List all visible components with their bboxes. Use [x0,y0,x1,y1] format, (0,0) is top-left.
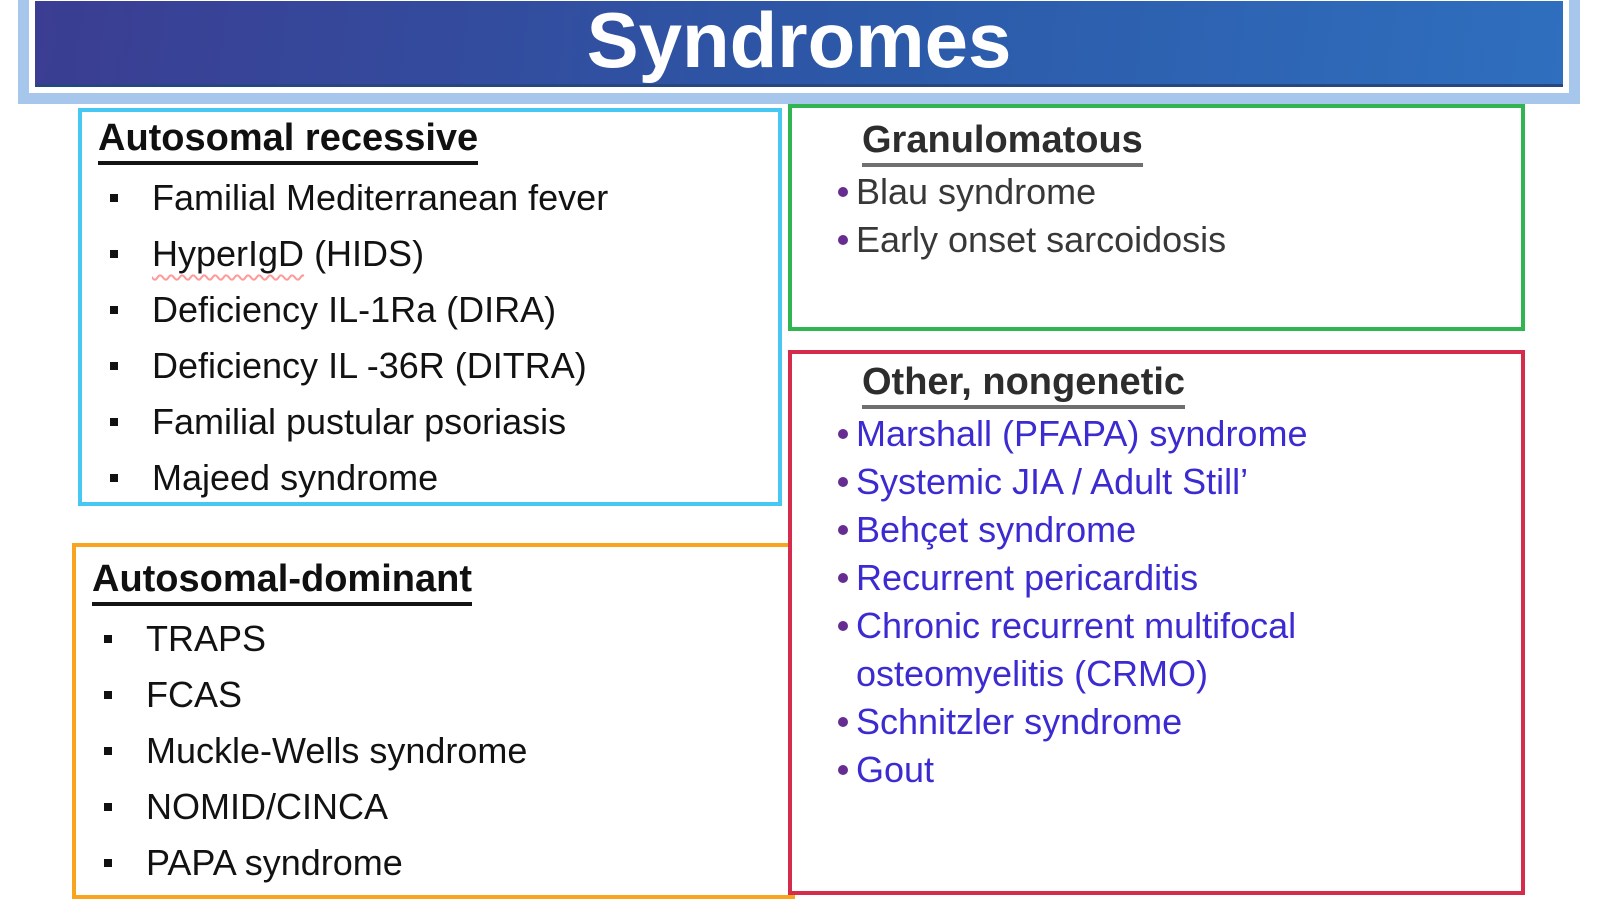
list-item-text: Schnitzler syndrome [856,701,1183,742]
title-bar-frame: Syndromes [18,0,1580,104]
granulomatous-list: Blau syndrome Early onset sarcoidosis [792,168,1501,264]
list-item: Familial Mediterranean fever [82,170,758,226]
other-nongenetic-list: Marshall (PFAPA) syndrome Systemic JIA /… [792,410,1501,794]
box-heading: Autosomal recessive [98,114,758,165]
list-item: Marshall (PFAPA) syndrome [792,410,1501,458]
list-item-text: Blau syndrome [856,171,1097,212]
page-title: Syndromes [586,0,1012,84]
list-item: NOMID/CINCA [76,779,771,835]
bullet-dot-icon [838,765,848,775]
list-item-text: HyperIgD (HIDS) [152,233,424,274]
bullet-dot-icon [838,573,848,583]
bullet-square-icon [110,250,118,258]
list-item-text-rest: (HIDS) [304,233,425,274]
list-item: Early onset sarcoidosis [792,216,1501,264]
list-item: Recurrent pericarditis [792,554,1501,602]
bullet-dot-icon [838,235,848,245]
list-item: Behçet syndrome [792,506,1501,554]
bullet-dot-icon [838,717,848,727]
list-item: Muckle-Wells syndrome [76,723,771,779]
bullet-dot-icon [838,621,848,631]
box-heading-text: Autosomal recessive [98,117,479,165]
box-heading: Other, nongenetic [862,358,1501,409]
list-item-text: Familial Mediterranean fever [152,177,609,218]
bullet-square-icon [104,747,112,755]
list-item: Systemic JIA / Adult Still’ [792,458,1501,506]
bullet-square-icon [110,194,118,202]
bullet-square-icon [110,474,118,482]
list-item-text: Familial pustular psoriasis [152,401,567,442]
list-item: Deficiency IL-1Ra (DIRA) [82,282,758,338]
bullet-square-icon [110,418,118,426]
bullet-square-icon [104,691,112,699]
list-item: Gout [792,746,1501,794]
box-autosomal-recessive: Autosomal recessive Familial Mediterrane… [78,108,782,506]
list-item-text: Gout [856,749,935,790]
bullet-square-icon [104,803,112,811]
list-item-text: FCAS [146,674,243,715]
box-heading-text: Granulomatous [862,119,1143,167]
list-item: HyperIgD (HIDS) [82,226,758,282]
misspelled-word: HyperIgD [152,233,305,274]
list-item: Blau syndrome [792,168,1501,216]
list-item-text: Majeed syndrome [152,457,439,498]
bullet-dot-icon [838,525,848,535]
title-bar: Syndromes [35,1,1563,87]
list-item: Majeed syndrome [82,450,758,506]
list-item-text: Marshall (PFAPA) syndrome [856,413,1308,454]
list-item-text: TRAPS [146,618,267,659]
bullet-square-icon [110,306,118,314]
list-item: PAPA syndrome [76,835,771,891]
list-item-text: Early onset sarcoidosis [856,219,1227,260]
list-item: Chronic recurrent multifocal osteomyelit… [792,602,1501,698]
bullet-dot-icon [838,429,848,439]
list-item-text: PAPA syndrome [146,842,403,883]
box-heading-text: Autosomal-dominant [92,558,472,606]
autosomal-recessive-list: Familial Mediterranean fever HyperIgD (H… [82,170,758,506]
box-heading: Autosomal-dominant [92,555,771,606]
list-item-text: Systemic JIA / Adult Still’ [856,461,1249,502]
list-item-text: Chronic recurrent multifocal osteomyelit… [856,605,1297,694]
list-item: Schnitzler syndrome [792,698,1501,746]
list-item: FCAS [76,667,771,723]
bullet-dot-icon [838,477,848,487]
list-item-text: Deficiency IL -36R (DITRA) [152,345,587,386]
box-heading-text: Other, nongenetic [862,361,1186,409]
box-autosomal-dominant: Autosomal-dominant TRAPS FCAS Muckle-Wel… [72,543,795,899]
box-granulomatous: Granulomatous Blau syndrome Early onset … [788,104,1525,331]
list-item: TRAPS [76,611,771,667]
list-item-text: Deficiency IL-1Ra (DIRA) [152,289,557,330]
box-heading: Granulomatous [862,116,1501,167]
list-item-text: Behçet syndrome [856,509,1137,550]
box-other-nongenetic: Other, nongenetic Marshall (PFAPA) syndr… [788,350,1525,895]
bullet-square-icon [110,362,118,370]
list-item: Familial pustular psoriasis [82,394,758,450]
autosomal-dominant-list: TRAPS FCAS Muckle-Wells syndrome NOMID/C… [76,611,771,891]
bullet-square-icon [104,859,112,867]
bullet-dot-icon [838,187,848,197]
list-item: Deficiency IL -36R (DITRA) [82,338,758,394]
list-item-text: Recurrent pericarditis [856,557,1199,598]
bullet-square-icon [104,635,112,643]
list-item-text: NOMID/CINCA [146,786,388,827]
list-item-text: Muckle-Wells syndrome [146,730,528,771]
